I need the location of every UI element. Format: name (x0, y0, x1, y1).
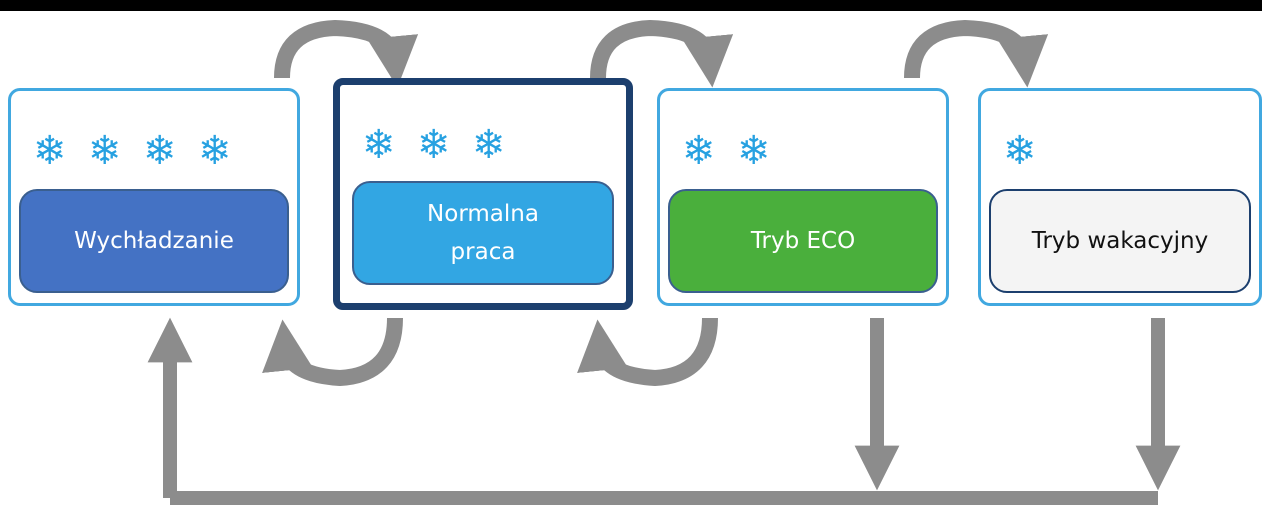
mode-box-tryb-wakacyjny: ❄ Tryb wakacyjny (978, 88, 1262, 306)
snowflake-icon: ❄ (33, 128, 71, 174)
snowflake-icon: ❄ (362, 122, 400, 168)
mode-label-tryb-wakacyjny: Tryb wakacyjny (989, 189, 1251, 293)
snowflake-icon: ❄ (88, 128, 126, 174)
mode-label-normalna-praca: Normalna praca (352, 181, 614, 285)
snowflake-rating: ❄ ❄ ❄ (362, 125, 527, 165)
mode-label-tryb-eco: Tryb ECO (668, 189, 938, 293)
snowflake-icon: ❄ (1003, 128, 1041, 174)
snowflake-icon: ❄ (472, 122, 510, 168)
snowflake-rating: ❄ (1003, 131, 1058, 171)
arrow-1-to-2 (274, 19, 419, 88)
mode-label-wychladzanie: Wychładzanie (19, 189, 289, 293)
arrow-2-to-3 (590, 19, 734, 88)
mode-box-normalna-praca: ❄ ❄ ❄ Normalna praca (333, 78, 633, 310)
arrow-3-to-2 (577, 317, 718, 387)
mode-box-tryb-eco: ❄❄Tryb ECO (657, 88, 949, 306)
snowflake-rating: ❄ ❄ ❄ ❄ (33, 131, 253, 171)
snowflake-icon: ❄ (417, 122, 455, 168)
snowflake-rating: ❄❄ (682, 131, 792, 171)
mode-box-wychladzanie: ❄ ❄ ❄ ❄ Wychładzanie (8, 88, 300, 306)
snowflake-icon: ❄ (198, 128, 236, 174)
arrow-3-to-4 (904, 19, 1049, 88)
top-border-bar (0, 0, 1262, 11)
arrow-2-to-1 (262, 317, 403, 387)
snowflake-icon: ❄ (143, 128, 181, 174)
snowflake-icon: ❄ (682, 128, 720, 174)
snowflake-icon: ❄ (737, 128, 775, 174)
